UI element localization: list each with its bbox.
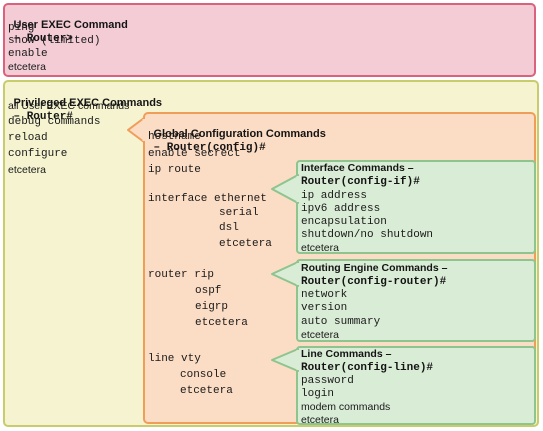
user-exec-title: User EXEC Command	[13, 19, 128, 31]
routing-engine-commands-item: network	[301, 289, 348, 301]
privileged-exec-item: debug commands	[8, 116, 101, 128]
user-exec-item: enable	[8, 48, 48, 60]
global-config-item-line: line vty	[148, 353, 201, 365]
interface-commands-item: encapsulation	[301, 216, 387, 228]
line-commands-item: password	[301, 375, 354, 387]
global-config-subitem: console	[180, 369, 227, 381]
line-commands-box	[296, 346, 536, 425]
user-exec-item: ping	[8, 22, 35, 34]
global-config-item-router: router rip	[148, 269, 215, 281]
global-config-subitem: eigrp	[195, 301, 229, 313]
global-config-subitem: ospf	[195, 285, 222, 297]
routing-engine-commands-title: Routing Engine Commands –	[301, 262, 448, 274]
interface-commands-item: etcetera	[301, 242, 339, 254]
privileged-exec-title: Privileged EXEC Commands	[13, 97, 163, 109]
interface-commands-title: Interface Commands –	[301, 162, 414, 174]
interface-commands-prompt: Router(config-if)#	[301, 176, 420, 188]
user-exec-item: show (limited)	[8, 35, 101, 47]
global-config-subitem: etcetera	[219, 238, 272, 250]
privileged-exec-item: all User EXEC commands	[8, 100, 130, 112]
line-commands-item: login	[301, 388, 335, 400]
routing-engine-commands-box	[296, 259, 536, 342]
user-exec-box	[3, 3, 536, 77]
privileged-exec-item: configure	[8, 148, 68, 160]
user-exec-prompt: – Router>	[13, 33, 73, 45]
line-commands-title: Line Commands –	[301, 348, 392, 360]
global-config-prompt: – Router(config)#	[153, 142, 266, 154]
routing-engine-commands-prompt: Router(config-router)#	[301, 276, 447, 288]
interface-commands-box	[296, 160, 536, 254]
global-config-subitem: serial	[219, 207, 259, 219]
global-config-item-interface: interface ethernet	[148, 193, 267, 205]
global-config-item: hostname	[148, 131, 201, 143]
privileged-exec-item: reload	[8, 132, 48, 144]
global-config-subitem: dsl	[219, 222, 239, 234]
routing-engine-commands-item: version	[301, 302, 348, 314]
global-config-subitem: etcetera	[180, 385, 233, 397]
global-config-title: Global Configuration Commands	[153, 128, 326, 140]
interface-commands-item: shutdown/no shutdown	[301, 229, 434, 241]
privileged-exec-header: Privileged EXEC Commands – Router#	[8, 84, 163, 124]
user-exec-item: etcetera	[8, 61, 46, 73]
global-config-subitem: etcetera	[195, 317, 248, 329]
line-commands-item: modem commands	[301, 401, 391, 413]
routing-engine-commands-item: auto summary	[301, 316, 381, 328]
global-config-header: Global Configuration Commands – Router(c…	[148, 115, 326, 155]
line-commands-item: etcetera	[301, 414, 339, 426]
privileged-exec-prompt: – Router#	[13, 111, 73, 123]
line-commands-prompt: Router(config-line)#	[301, 362, 434, 374]
interface-commands-item: ipv6 address	[301, 203, 381, 215]
routing-engine-commands-item: etcetera	[301, 329, 339, 341]
user-exec-header: User EXEC Command – Router>	[8, 6, 128, 46]
interface-commands-item: ip address	[301, 190, 368, 202]
global-config-item: ip route	[148, 164, 201, 176]
privileged-exec-item: etcetera	[8, 164, 46, 176]
global-config-item: enable secrect	[148, 148, 241, 160]
